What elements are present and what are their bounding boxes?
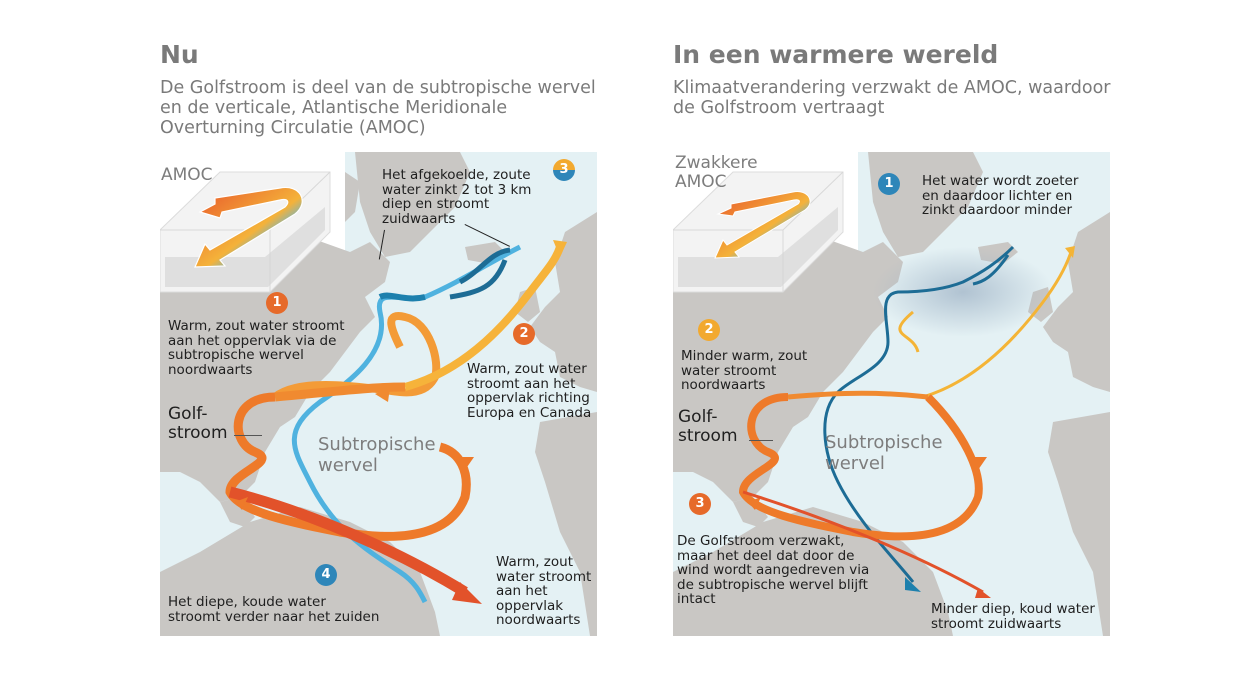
badge-4: 4: [315, 564, 337, 586]
annotation-line: oppervlak richting: [467, 390, 590, 406]
south-note: Warm, zout water stroomt aan het oppervl…: [496, 555, 591, 628]
annotation-line: intact: [677, 591, 716, 607]
badge-2: 2: [698, 319, 720, 341]
note-line: oppervlak: [496, 597, 564, 614]
subtitle-line: de Golfstroom vertraagt: [673, 98, 885, 118]
subtitle-line: De Golfstroom is deel van de subtropisch…: [160, 78, 596, 98]
label-line: stroom: [168, 423, 228, 443]
annotation-line: Europa en Canada: [467, 404, 592, 421]
annotation-line: diep en stroomt: [382, 196, 490, 212]
gulfstream-label: Golf- stroom: [168, 405, 228, 443]
note-line: water stroomt: [496, 568, 592, 585]
label-line: Subtropische: [318, 434, 436, 455]
annotation-line: De Golfstroom verzwakt,: [677, 533, 845, 549]
amoc-label: Zwakkere AMOC: [675, 154, 758, 192]
annotation-2: Warm, zout water stroomt aan het oppervl…: [467, 362, 591, 420]
note-line: stroomt zuidwaarts: [931, 615, 1062, 632]
note-line: Minder diep, koud water: [931, 601, 1095, 617]
annotation-line: aan het oppervlak via de: [168, 332, 337, 349]
leader-line: [749, 440, 773, 441]
panel-subtitle: Klimaatverandering verzwakt de AMOC, waa…: [673, 78, 1143, 118]
annotation-line: Het diepe, koude water: [168, 594, 326, 610]
annotation-2: Minder warm, zout water stroomt noordwaa…: [681, 349, 807, 393]
annotation-1: Warm, zout water stroomt aan het oppervl…: [168, 319, 345, 377]
annotation-line: stroomt aan het: [467, 375, 576, 392]
south-note: Minder diep, koud water stroomt zuidwaar…: [931, 602, 1095, 631]
note-line: noordwaarts: [496, 612, 581, 628]
annotation-line: Warm, zout water stroomt: [168, 318, 345, 334]
subtitle-line: Overturning Circulatie (AMOC): [160, 118, 426, 138]
badge-1: 1: [266, 292, 288, 314]
badge-1: 1: [878, 173, 900, 195]
annotation-line: zuidwaarts: [382, 210, 456, 227]
label-line: wervel: [825, 453, 885, 474]
panel-subtitle: De Golfstroom is deel van de subtropisch…: [160, 78, 630, 138]
badge-3: 3: [689, 493, 711, 515]
annotation-line: Warm, zout water: [467, 361, 587, 377]
gyre-label: Subtropische wervel: [825, 432, 943, 474]
annotation-line: Minder warm, zout: [681, 348, 808, 364]
note-line: aan het: [496, 583, 548, 599]
map-graphic: [673, 152, 1110, 636]
label-line: stroom: [678, 426, 738, 446]
amoc-label: AMOC: [161, 165, 213, 185]
badge-2: 2: [513, 323, 535, 345]
label-line: Golf-: [168, 404, 208, 424]
panel-title: In een warmere wereld: [673, 40, 999, 69]
leader-line: [234, 435, 262, 436]
annotation-line: subtropische wervel: [168, 347, 304, 363]
annotation-3: De Golfstroom verzwakt, maar het deel da…: [677, 534, 869, 607]
atlantic-map-now: AMOC 1 Warm, zout water stroomt aan het …: [160, 152, 597, 636]
annotation-line: zinkt daardoor minder: [922, 202, 1073, 218]
gulfstream-label: Golf- stroom: [678, 408, 738, 446]
annotation-3: Het afgekoelde, zoute water zinkt 2 tot …: [382, 168, 531, 226]
annotation-line: noordwaarts: [168, 361, 253, 378]
atlantic-map-warmer: Zwakkere AMOC 1 Het water wordt zoeter e…: [673, 152, 1110, 636]
annotation-1: Het water wordt zoeter en daardoor licht…: [922, 174, 1078, 218]
note-line: Warm, zout: [496, 554, 573, 570]
annotation-line: Het water wordt zoeter: [922, 173, 1079, 189]
annotation-line: noordwaarts: [681, 377, 766, 393]
annotation-line: de subtropische wervel blijft: [677, 576, 868, 593]
badge-3: 3: [553, 159, 575, 181]
subtitle-line: Klimaatverandering verzwakt de AMOC, waa…: [673, 78, 1111, 98]
label-line: AMOC: [675, 172, 727, 192]
subtitle-line: en de verticale, Atlantische Meridionale: [160, 98, 508, 118]
annotation-line: wind wordt aangedreven via: [677, 562, 870, 578]
annotation-line: en daardoor lichter en: [922, 187, 1073, 204]
annotation-4: Het diepe, koude water stroomt verder na…: [168, 595, 379, 624]
label-line: Subtropische: [825, 432, 943, 453]
panel-title: Nu: [160, 40, 199, 69]
label-line: Zwakkere: [675, 153, 758, 173]
map-graphic: [160, 152, 597, 636]
label-line: wervel: [318, 455, 378, 476]
label-line: Golf-: [678, 407, 718, 427]
annotation-line: Het afgekoelde, zoute: [382, 167, 531, 183]
annotation-line: stroomt verder naar het zuiden: [168, 608, 380, 625]
annotation-line: water stroomt: [681, 362, 777, 379]
annotation-line: water zinkt 2 tot 3 km: [382, 181, 532, 198]
annotation-line: maar het deel dat door de: [677, 547, 855, 564]
gyre-label: Subtropische wervel: [318, 434, 436, 476]
